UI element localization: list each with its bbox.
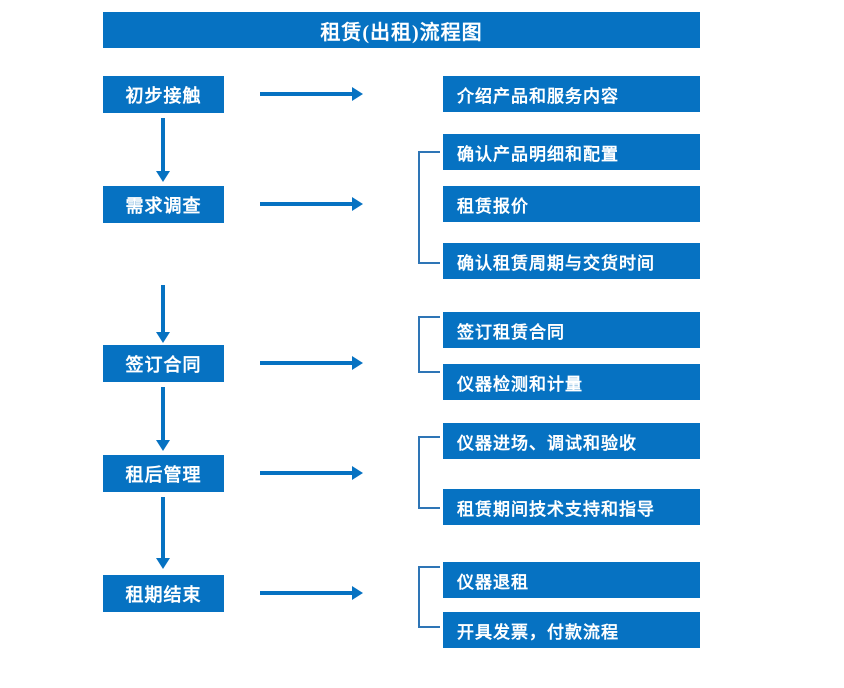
down-arrow-1 bbox=[156, 118, 170, 182]
right-arrow-1 bbox=[260, 87, 363, 101]
down-arrow-3 bbox=[156, 387, 170, 451]
arrow-head bbox=[156, 440, 170, 451]
detail-box-8[interactable]: 租赁期间技术支持和指导 bbox=[443, 489, 700, 525]
arrow-shaft bbox=[260, 92, 352, 96]
right-arrow-5 bbox=[260, 586, 363, 600]
arrow-head bbox=[352, 466, 363, 480]
arrow-head bbox=[352, 87, 363, 101]
down-arrow-2 bbox=[156, 285, 170, 343]
arrow-head bbox=[352, 356, 363, 370]
arrow-shaft bbox=[260, 361, 352, 365]
arrow-head bbox=[352, 586, 363, 600]
flowchart-title: 租赁(出租)流程图 bbox=[103, 12, 700, 48]
detail-box-1[interactable]: 介绍产品和服务内容 bbox=[443, 76, 700, 112]
arrow-shaft bbox=[260, 202, 352, 206]
stage-box-3[interactable]: 签订合同 bbox=[103, 345, 224, 382]
stage-box-1[interactable]: 初步接触 bbox=[103, 76, 224, 113]
right-arrow-3 bbox=[260, 356, 363, 370]
right-arrow-2 bbox=[260, 197, 363, 211]
arrow-shaft bbox=[161, 497, 165, 558]
detail-box-5[interactable]: 签订租赁合同 bbox=[443, 312, 700, 348]
arrow-head bbox=[156, 332, 170, 343]
arrow-head bbox=[156, 171, 170, 182]
arrow-head bbox=[352, 197, 363, 211]
arrow-shaft bbox=[161, 285, 165, 332]
arrow-shaft bbox=[260, 591, 352, 595]
detail-box-2[interactable]: 确认产品明细和配置 bbox=[443, 134, 700, 170]
arrow-shaft bbox=[161, 387, 165, 440]
detail-box-3[interactable]: 租赁报价 bbox=[443, 186, 700, 222]
group-bracket-3 bbox=[418, 436, 440, 509]
detail-box-10[interactable]: 开具发票，付款流程 bbox=[443, 612, 700, 648]
right-arrow-4 bbox=[260, 466, 363, 480]
arrow-head bbox=[156, 558, 170, 569]
stage-box-5[interactable]: 租期结束 bbox=[103, 575, 224, 612]
stage-box-4[interactable]: 租后管理 bbox=[103, 455, 224, 492]
detail-box-9[interactable]: 仪器退租 bbox=[443, 562, 700, 598]
detail-box-6[interactable]: 仪器检测和计量 bbox=[443, 364, 700, 400]
arrow-shaft bbox=[260, 471, 352, 475]
group-bracket-2 bbox=[418, 316, 440, 373]
down-arrow-4 bbox=[156, 497, 170, 569]
stage-box-2[interactable]: 需求调查 bbox=[103, 186, 224, 223]
detail-box-4[interactable]: 确认租赁周期与交货时间 bbox=[443, 243, 700, 279]
group-bracket-4 bbox=[418, 566, 440, 628]
detail-box-7[interactable]: 仪器进场、调试和验收 bbox=[443, 423, 700, 459]
group-bracket-1 bbox=[418, 151, 440, 264]
arrow-shaft bbox=[161, 118, 165, 171]
